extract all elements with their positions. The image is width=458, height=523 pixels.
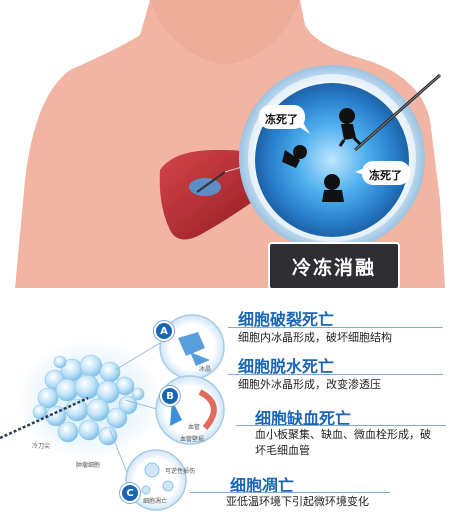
speech-bubble-1 xyxy=(259,105,305,129)
connector-lines xyxy=(109,339,166,476)
title-dehydration-death: 细胞脱水死亡 xyxy=(238,357,335,376)
underline-b xyxy=(236,425,446,426)
title-cryoablation: 冷冻消融 xyxy=(270,244,398,288)
ice-crystal-graphic xyxy=(178,332,210,366)
tumor-cell-cluster xyxy=(32,354,145,446)
badge-a: A xyxy=(154,321,174,341)
tiny-ice-crystal: 冰晶 xyxy=(199,366,212,373)
title-apoptosis: 细胞凋亡 xyxy=(230,476,295,495)
tiny-vessel-wall: 血管壁损 xyxy=(180,436,205,443)
tiny-c-note: 可逆性损伤 xyxy=(165,468,196,475)
bubble-text-2: 冻死了 xyxy=(369,169,402,182)
frozen-figures xyxy=(282,108,362,202)
title-rupture-death: 细胞破裂死亡 xyxy=(238,310,335,329)
label-tumor: 肿瘤细胞 xyxy=(76,462,101,469)
vessel-ice-graphic xyxy=(170,400,182,426)
desc-apoptosis: 亚低温环境下引起微环境变化 xyxy=(226,495,369,508)
underline-a xyxy=(228,327,443,328)
bubble-text-1: 冻死了 xyxy=(265,113,298,126)
underline-dehydration xyxy=(228,374,443,375)
badge-c: C xyxy=(120,483,140,503)
vessel-graphic xyxy=(198,389,217,430)
badge-b: B xyxy=(160,386,180,406)
tiny-apoptosis: 细胞凋亡 xyxy=(143,498,168,505)
body-liver-illustration xyxy=(15,0,445,288)
zoom-circle-c xyxy=(125,449,187,511)
speech-bubble-2 xyxy=(362,161,410,185)
desc-rupture-death: 细胞内冰晶形成，破坏细胞结构 xyxy=(238,331,392,344)
desc-dehydration-death: 细胞外冰晶形成，改变渗透压 xyxy=(238,378,381,391)
tiny-vessel: 血管 xyxy=(188,424,201,431)
liver-probe xyxy=(196,171,226,193)
desc-ischemic-line2: 坏毛细血管 xyxy=(255,444,310,457)
title-ischemic-death: 细胞缺血死亡 xyxy=(255,409,352,428)
cryoprobe-needle xyxy=(0,396,89,440)
underline-c xyxy=(190,492,390,493)
label-probe: 冷刀尖 xyxy=(32,443,51,450)
desc-ischemic-line1: 血小板聚集、缺血、微血栓形成，破 xyxy=(255,428,431,441)
